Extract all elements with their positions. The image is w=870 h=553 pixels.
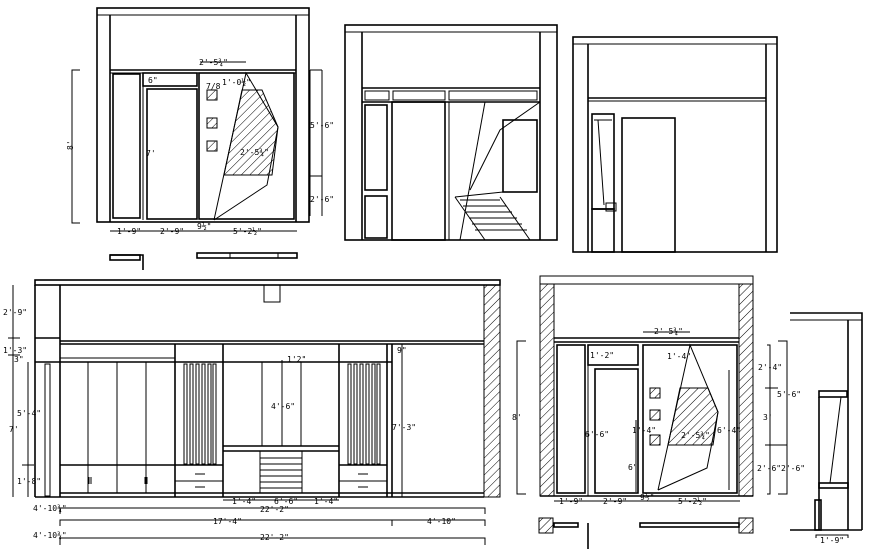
hanging-rods-left — [183, 363, 217, 465]
dim-left-1: 2'-9" — [3, 308, 27, 317]
tile-square-2 — [206, 117, 218, 129]
dim5-right-inner-2: 3' — [763, 413, 773, 422]
dim-left-6: 1'-8" — [17, 477, 41, 486]
dim5-height-left: 8' — [512, 413, 522, 422]
dim5-side-1: 1'-4" — [632, 426, 656, 435]
dim5-bottom-1: 1'-9" — [559, 497, 583, 506]
dim5-bottom-2: 2'-9" — [603, 497, 627, 506]
dim5-right-inner-1: 2'-4" — [758, 363, 782, 372]
dim-height-left: 8' — [66, 140, 75, 150]
dim-mirror-width: 2'-5¾" — [240, 148, 269, 157]
dim-row2-left: 17'-4" — [213, 517, 242, 526]
dim-right-upper: 5'-6" — [310, 121, 334, 130]
tile-square-3 — [206, 140, 218, 152]
dim5-side-2: 6" — [628, 463, 638, 472]
dim-left-3: 3" — [14, 355, 24, 364]
elevation-1: 8' 2'-5¾" 6" 7' 1'-0½" 7/8 2'-5¾" 5'-6" … — [66, 7, 334, 270]
dim-right-lower: 2'-6" — [310, 195, 334, 204]
dim5-right-inner-3: 2'-6" — [757, 464, 781, 473]
dim-right-height: 7'-3" — [392, 423, 416, 432]
dim5-mirror-width: 2'-5¾" — [681, 431, 710, 440]
dim5-transom: 1'-2" — [590, 351, 614, 360]
dim5-mirror-height: 6'-4" — [717, 426, 741, 435]
hanging-rods-right — [347, 363, 381, 465]
dim-row3-total: 22'-2" — [260, 533, 289, 542]
dim5-right-outer-1: 5'-6" — [777, 390, 801, 399]
dim5-mirror-top: 1'-4" — [667, 352, 691, 361]
dim-top-width: 2'-5¾" — [199, 58, 228, 67]
side-section: 1'-9" — [790, 312, 863, 545]
dim-center-height: 4'-6" — [271, 402, 295, 411]
dim-drawer-3: 1'-4" — [314, 497, 338, 506]
dim-row3-left: 4'-10¾" — [33, 531, 67, 540]
tile-square-1 — [206, 89, 218, 101]
dim-bottom-3: 9½" — [197, 221, 211, 231]
drawer-stack — [260, 457, 302, 489]
elevation-2 — [344, 24, 558, 241]
elevation-5: 8' 2'-5¾" 1'-2" 1'-4" 6'-6" 1'-4" 6" 2'-… — [512, 275, 805, 549]
dim-bottom-4: 5'-2½" — [233, 226, 262, 236]
dim-square-note: 7/8 — [206, 82, 221, 91]
dim-row1-left: 4'-10¾" — [33, 504, 67, 513]
dim6-bottom: 1'-9" — [820, 536, 844, 545]
dim-door-height: 7' — [146, 149, 156, 158]
dim-left-4: 5'-4" — [17, 409, 41, 418]
dim-transom: 6" — [148, 76, 158, 85]
dim-row1-total: 22'-2" — [260, 505, 289, 514]
dim-bottom-1: 1'-9" — [117, 227, 141, 236]
elevation-3 — [572, 36, 778, 253]
staircase — [454, 196, 531, 241]
elevation-wardrobe-wall: 2'-9" 1'-3" 3" 5'-4" 7' 1'-8" 1'2" 4'-6"… — [3, 279, 501, 545]
dim-mirror-top: 1'-0½" — [222, 77, 251, 87]
dim-drawer-2: 6'-6" — [274, 497, 298, 506]
dim-drawer-1: 1'-4" — [232, 497, 256, 506]
dim-center-top: 1'2" — [287, 355, 306, 364]
dim-right-top: 9" — [397, 346, 407, 355]
dim-bottom-2: 2'-9" — [160, 227, 184, 236]
dim5-bottom-3: 9½" — [640, 492, 654, 502]
dim-left-5: 7' — [9, 425, 19, 434]
dim5-bottom-4: 5'-2½" — [678, 496, 707, 506]
hatched-mirror — [223, 89, 279, 176]
dim5-door-height: 6'-6" — [585, 430, 609, 439]
dim-left-2: 1'-3" — [3, 346, 27, 355]
dim5-top-width: 2'-5¾" — [654, 327, 683, 336]
dim5-right-outer-2: 2'-6" — [781, 464, 805, 473]
dim-row2-right: 4'-10" — [427, 517, 456, 526]
